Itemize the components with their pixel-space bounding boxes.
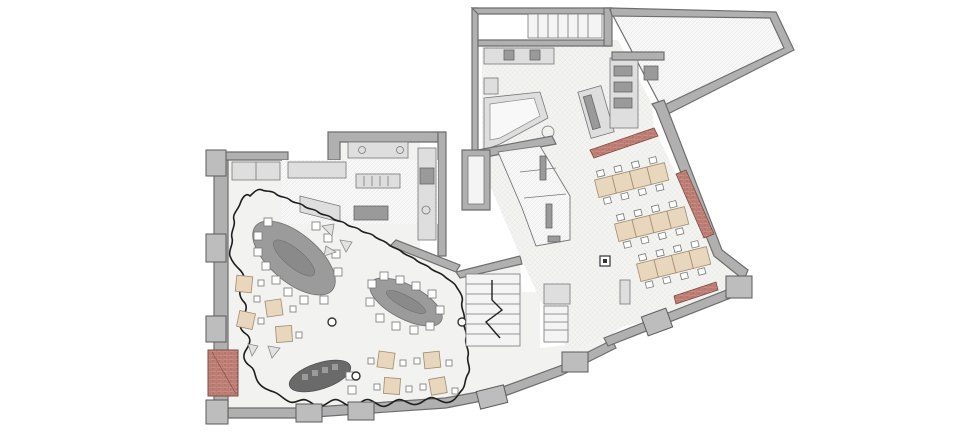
staircase-north <box>527 13 603 39</box>
host-stand <box>619 279 631 305</box>
right-north-wall <box>470 7 611 15</box>
service-station <box>543 283 571 305</box>
sink-icon <box>421 205 431 215</box>
diagonal-wall <box>388 239 461 273</box>
south-pier <box>640 307 674 337</box>
kitchen-appliance <box>419 167 435 185</box>
right-west-wall <box>471 7 479 161</box>
kitchen-side-counter <box>417 147 437 241</box>
brick-wall-north <box>589 127 659 159</box>
dining-north-wall <box>221 151 289 161</box>
staircase-lower <box>543 305 569 343</box>
side-tables <box>247 223 353 359</box>
oven-icon <box>643 65 659 81</box>
brick-wall-east <box>675 169 715 239</box>
oval-table-dark <box>288 359 357 395</box>
right-inner-wall <box>477 39 611 47</box>
south-pier <box>561 351 589 373</box>
bar-area <box>231 141 438 241</box>
kitchen-counter-north <box>483 47 555 65</box>
chairs <box>253 217 343 305</box>
staircase-middle <box>465 273 521 347</box>
kitchen-unit <box>483 77 499 95</box>
chairs <box>365 271 445 335</box>
column-icon <box>327 317 337 327</box>
bar-counter-top <box>347 141 409 159</box>
brick-wall-south <box>673 281 719 305</box>
south-pier <box>295 403 323 423</box>
stair-wall <box>455 255 523 279</box>
east-wall <box>651 99 749 281</box>
square-tables-right <box>594 156 712 289</box>
square-tables-left <box>234 274 459 396</box>
back-counter <box>287 161 347 179</box>
column-icon <box>457 317 467 327</box>
bar-station <box>353 205 389 221</box>
south-pier <box>475 384 509 410</box>
east-pier <box>725 275 753 299</box>
south-pier <box>347 401 375 421</box>
bar-island <box>355 173 401 189</box>
kitchen-east-wall <box>437 131 447 257</box>
column-icon <box>351 371 361 381</box>
oval-table-medium <box>365 271 445 335</box>
oval-table-large <box>252 217 343 305</box>
west-piers <box>205 149 509 425</box>
